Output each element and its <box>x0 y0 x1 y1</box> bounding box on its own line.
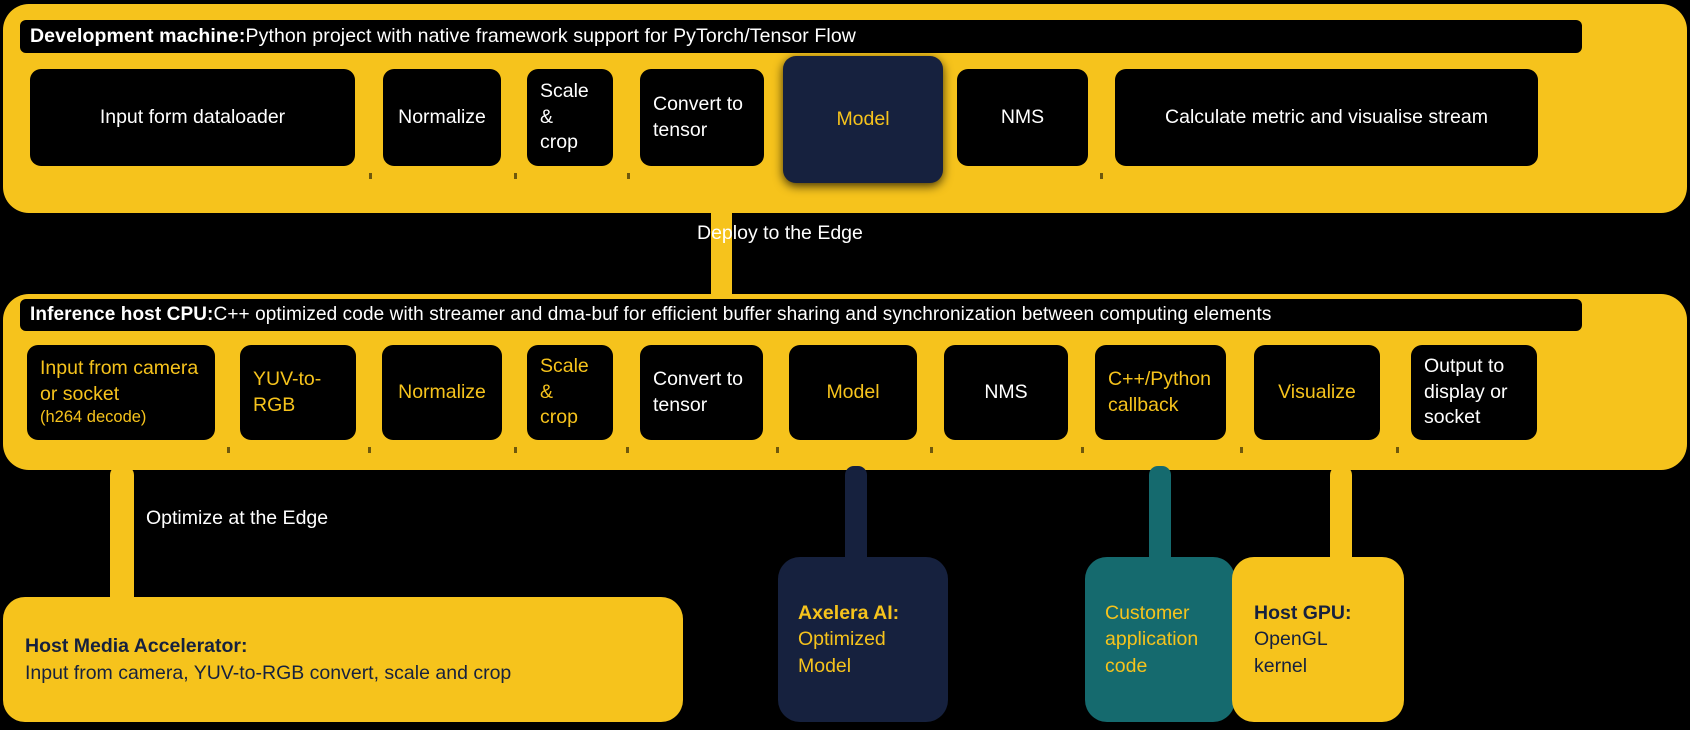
inf-divider-notch <box>930 447 933 453</box>
inf-block-visualize[interactable]: Visualize <box>1254 345 1380 440</box>
dev-divider-notch <box>627 173 630 179</box>
dev-block-normalize[interactable]: Normalize <box>383 69 501 166</box>
dev-block-nms[interactable]: NMS <box>957 69 1088 166</box>
dev-block-calculate-metric[interactable]: Calculate metric and visualise stream <box>1115 69 1538 166</box>
card-body: Optimized Model <box>798 628 886 677</box>
dev-block-label: Calculate metric and visualise stream <box>1165 105 1488 128</box>
inf-block-output-to-display[interactable]: Output to display or socket <box>1411 345 1537 440</box>
card-host-gpu[interactable]: Host GPU: OpenGL kernel <box>1232 557 1404 722</box>
development-machine-header-rest: Python project with native framework sup… <box>245 25 856 47</box>
inf-divider-notch <box>1240 447 1243 453</box>
dev-divider-notch <box>1100 173 1103 179</box>
development-machine-header: Development machine: Python project with… <box>20 20 1582 53</box>
inf-divider-notch <box>1396 447 1399 453</box>
dev-block-label: Scale & crop <box>540 79 589 154</box>
dev-block-label: NMS <box>1000 105 1045 128</box>
inf-block-label: Model <box>826 380 880 403</box>
card-body: OpenGL kernel <box>1254 628 1328 677</box>
inf-block-label: Convert to tensor <box>653 367 743 416</box>
card-title: Host Media Accelerator: <box>25 635 248 658</box>
inf-block-normalize[interactable]: Normalize <box>382 345 502 440</box>
card-host-media-accelerator[interactable]: Host Media Accelerator: Input from camer… <box>3 597 683 722</box>
dev-divider-notch <box>514 173 517 179</box>
inf-block-label: Output to display or socket <box>1424 354 1508 429</box>
optimize-connector <box>110 466 134 601</box>
dev-block-scale-crop[interactable]: Scale & crop <box>527 69 613 166</box>
deploy-connector <box>711 209 732 297</box>
inf-divider-notch <box>776 447 779 453</box>
dev-divider-notch <box>369 173 372 179</box>
card-customer-application-code[interactable]: Customer application code <box>1085 557 1235 722</box>
card-body: Input from camera, YUV-to-RGB convert, s… <box>25 661 512 684</box>
development-machine-header-bold: Development machine: <box>30 25 246 47</box>
inf-block-label: NMS <box>984 380 1028 403</box>
card-axelera-ai[interactable]: Axelera AI: Optimized Model <box>778 557 948 722</box>
inf-block-scale-crop[interactable]: Scale & crop <box>527 345 613 440</box>
inf-block-label: Normalize <box>398 380 486 403</box>
dev-block-label: Convert to tensor <box>653 92 743 141</box>
optimize-at-the-edge-label: Optimize at the Edge <box>146 507 329 529</box>
inf-block-label: Input from camera or socket <box>40 356 199 405</box>
inference-host-cpu-header-rest: C++ optimized code with streamer and dma… <box>213 304 1272 325</box>
axelera-connector <box>845 466 867 586</box>
inf-block-label: C++/Python callback <box>1108 367 1211 416</box>
dev-block-convert-to-tensor[interactable]: Convert to tensor <box>640 69 764 166</box>
customer-code-connector <box>1149 466 1171 586</box>
dev-block-label: Input form dataloader <box>99 105 286 128</box>
inf-block-nms[interactable]: NMS <box>944 345 1068 440</box>
inf-block-cpp-python-callback[interactable]: C++/Python callback <box>1095 345 1226 440</box>
inf-block-input-from-camera[interactable]: Input from camera or socket (h264 decode… <box>27 345 215 440</box>
dev-block-label: Normalize <box>398 105 486 128</box>
inf-divider-notch <box>626 447 629 453</box>
card-body: Customer application code <box>1105 602 1199 677</box>
inference-host-cpu-header-bold: Inference host CPU: <box>30 304 214 325</box>
dev-block-label: Model <box>836 108 890 130</box>
card-title: Host GPU: <box>1254 602 1352 625</box>
inf-block-label: YUV-to- RGB <box>253 367 322 416</box>
card-title: Axelera AI: <box>798 602 900 625</box>
inf-block-label: Visualize <box>1278 380 1356 403</box>
inf-block-model[interactable]: Model <box>789 345 917 440</box>
inf-block-yuv-to-rgb[interactable]: YUV-to- RGB <box>240 345 356 440</box>
host-gpu-connector <box>1330 466 1352 586</box>
inf-divider-notch <box>227 447 230 453</box>
inf-block-sublabel: (h264 decode) <box>40 408 147 427</box>
inference-host-cpu-header: Inference host CPU: C++ optimized code w… <box>20 299 1582 331</box>
dev-block-model[interactable]: Model <box>783 56 943 183</box>
inf-block-convert-to-tensor[interactable]: Convert to tensor <box>640 345 763 440</box>
deploy-to-the-edge-label: Deploy to the Edge <box>697 222 863 244</box>
dev-block-input-form-dataloader[interactable]: Input form dataloader <box>30 69 355 166</box>
inf-divider-notch <box>1081 447 1084 453</box>
inf-divider-notch <box>368 447 371 453</box>
inf-divider-notch <box>514 447 517 453</box>
inf-block-label: Scale & crop <box>540 354 589 429</box>
